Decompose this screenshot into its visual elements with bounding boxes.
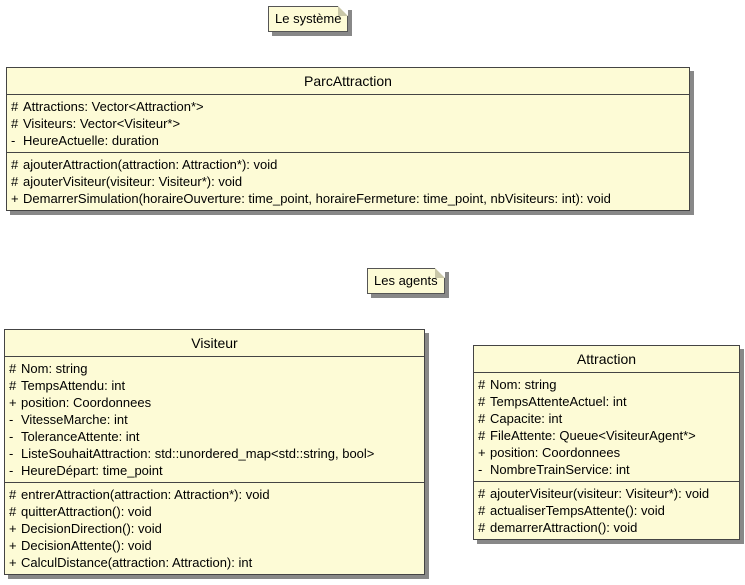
method-row[interactable]: # demarrerAttraction(): void <box>478 519 735 536</box>
method-text: ajouterVisiteur(visiteur: Visiteur*): vo… <box>23 174 243 189</box>
visibility-marker: + <box>9 538 17 553</box>
visibility-marker: # <box>9 487 17 502</box>
method-row[interactable]: # entrerAttraction(attraction: Attraction… <box>9 486 420 503</box>
attribute-row[interactable]: -HeureActuelle: duration <box>11 132 685 149</box>
method-text: demarrerAttraction(): void <box>490 520 638 535</box>
method-row[interactable]: + CalculDistance(attraction: Attraction):… <box>9 554 420 571</box>
visibility-marker: # <box>11 174 19 189</box>
attribute-text: position: Coordonnees <box>21 395 152 410</box>
attribute-row[interactable]: -ListeSouhaitAttraction: std::unordered_… <box>9 445 420 462</box>
visibility-marker: # <box>11 116 19 131</box>
visibility-marker: - <box>9 446 14 461</box>
visibility-marker: + <box>9 555 17 570</box>
method-text: ajouterAttraction(attraction: Attraction… <box>23 157 278 172</box>
attributes-section: # Nom: string # TempsAttenteActuel: int # C… <box>474 373 739 482</box>
visibility-marker: # <box>9 504 17 519</box>
attribute-row[interactable]: -ToleranceAttente: int <box>9 428 420 445</box>
visibility-marker: # <box>9 378 17 393</box>
attribute-text: TempsAttendu: int <box>21 378 126 393</box>
class-title: Visiteur <box>5 330 424 357</box>
visibility-marker: + <box>11 191 19 206</box>
method-row[interactable]: # actualiserTempsAttente(): void <box>478 502 735 519</box>
visibility-marker: - <box>9 412 14 427</box>
visibility-marker: + <box>9 521 17 536</box>
attribute-row[interactable]: # Nom: string <box>9 360 420 377</box>
note-fold-icon <box>338 6 349 16</box>
method-text: DecisionDirection(): void <box>21 521 162 536</box>
method-row[interactable]: + DecisionAttente(): void <box>9 537 420 554</box>
methods-section: # ajouterAttraction(attraction: Attractio… <box>7 153 689 210</box>
method-row[interactable]: # ajouterVisiteur(visiteur: Visiteur*): v… <box>11 173 685 190</box>
method-text: quitterAttraction(): void <box>21 504 152 519</box>
visibility-marker: # <box>478 520 486 535</box>
method-row[interactable]: # ajouterAttraction(attraction: Attractio… <box>11 156 685 173</box>
attributes-section: # Nom: string # TempsAttendu: int + positio… <box>5 357 424 483</box>
visibility-marker: - <box>478 462 483 477</box>
method-text: CalculDistance(attraction: Attraction): … <box>21 555 253 570</box>
visibility-marker: # <box>9 361 17 376</box>
visibility-marker: # <box>478 503 486 518</box>
attribute-text: TempsAttenteActuel: int <box>490 394 627 409</box>
attribute-text: Visiteurs: Vector<Visiteur*> <box>23 116 181 131</box>
visibility-marker: + <box>478 445 486 460</box>
visibility-marker: - <box>11 133 16 148</box>
attribute-text: position: Coordonnees <box>490 445 621 460</box>
attribute-text: HeureDépart: time_point <box>21 463 163 478</box>
visibility-marker: - <box>9 429 14 444</box>
attribute-text: NombreTrainService: int <box>490 462 630 477</box>
attributes-section: # Attractions: Vector<Attraction*> # Visit… <box>7 95 689 153</box>
method-text: ajouterVisiteur(visiteur: Visiteur*): vo… <box>490 486 710 501</box>
attribute-row[interactable]: # Attractions: Vector<Attraction*> <box>11 98 685 115</box>
attribute-text: Nom: string <box>490 377 557 392</box>
method-row[interactable]: # quitterAttraction(): void <box>9 503 420 520</box>
attribute-row[interactable]: # Capacite: int <box>478 410 735 427</box>
attribute-row[interactable]: + position: Coordonnees <box>478 444 735 461</box>
method-row[interactable]: + DecisionDirection(): void <box>9 520 420 537</box>
attribute-row[interactable]: # FileAttente: Queue<VisiteurAgent*> <box>478 427 735 444</box>
method-row[interactable]: # ajouterVisiteur(visiteur: Visiteur*): v… <box>478 485 735 502</box>
note-les-agents[interactable]: Les agents <box>367 268 445 294</box>
method-text: DecisionAttente(): void <box>21 538 152 553</box>
attribute-row[interactable]: # TempsAttenteActuel: int <box>478 393 735 410</box>
attribute-row[interactable]: # TempsAttendu: int <box>9 377 420 394</box>
visibility-marker: - <box>9 463 14 478</box>
visibility-marker: # <box>478 411 486 426</box>
visibility-marker: # <box>478 377 486 392</box>
attribute-row[interactable]: -VitesseMarche: int <box>9 411 420 428</box>
method-text: DemarrerSimulation(horaireOuverture: tim… <box>23 191 611 206</box>
methods-section: # entrerAttraction(attraction: Attraction… <box>5 483 424 574</box>
attribute-text: ToleranceAttente: int <box>21 429 140 444</box>
method-text: actualiserTempsAttente(): void <box>490 503 665 518</box>
attribute-text: Capacite: int <box>490 411 563 426</box>
methods-section: # ajouterVisiteur(visiteur: Visiteur*): v… <box>474 482 739 539</box>
visibility-marker: # <box>478 428 486 443</box>
attribute-row[interactable]: # Nom: string <box>478 376 735 393</box>
class-title: ParcAttraction <box>7 68 689 95</box>
visibility-marker: # <box>478 486 486 501</box>
note-text: Le système <box>275 11 342 26</box>
visibility-marker: # <box>11 157 19 172</box>
class-title: Attraction <box>474 346 739 373</box>
class-visiteur[interactable]: Visiteur # Nom: string # TempsAttendu: int… <box>4 329 425 575</box>
attribute-row[interactable]: # Visiteurs: Vector<Visiteur*> <box>11 115 685 132</box>
visibility-marker: # <box>478 394 486 409</box>
attribute-text: Attractions: Vector<Attraction*> <box>23 99 204 114</box>
attribute-row[interactable]: -HeureDépart: time_point <box>9 462 420 479</box>
attribute-text: Nom: string <box>21 361 88 376</box>
method-text: entrerAttraction(attraction: Attraction*… <box>21 487 270 502</box>
visibility-marker: + <box>9 395 17 410</box>
method-row[interactable]: + DemarrerSimulation(horaireOuverture: ti… <box>11 190 685 207</box>
note-fold-icon <box>434 268 445 278</box>
attribute-text: FileAttente: Queue<VisiteurAgent*> <box>490 428 696 443</box>
class-attraction[interactable]: Attraction # Nom: string # TempsAttenteAct… <box>473 345 740 540</box>
attribute-text: ListeSouhaitAttraction: std::unordered_m… <box>21 446 375 461</box>
class-parc-attraction[interactable]: ParcAttraction # Attractions: Vector<Attr… <box>6 67 690 211</box>
note-text: Les agents <box>374 273 438 288</box>
attribute-row[interactable]: + position: Coordonnees <box>9 394 420 411</box>
attribute-row[interactable]: -NombreTrainService: int <box>478 461 735 478</box>
note-le-systeme[interactable]: Le système <box>268 6 349 32</box>
visibility-marker: # <box>11 99 19 114</box>
attribute-text: VitesseMarche: int <box>21 412 128 427</box>
attribute-text: HeureActuelle: duration <box>23 133 159 148</box>
